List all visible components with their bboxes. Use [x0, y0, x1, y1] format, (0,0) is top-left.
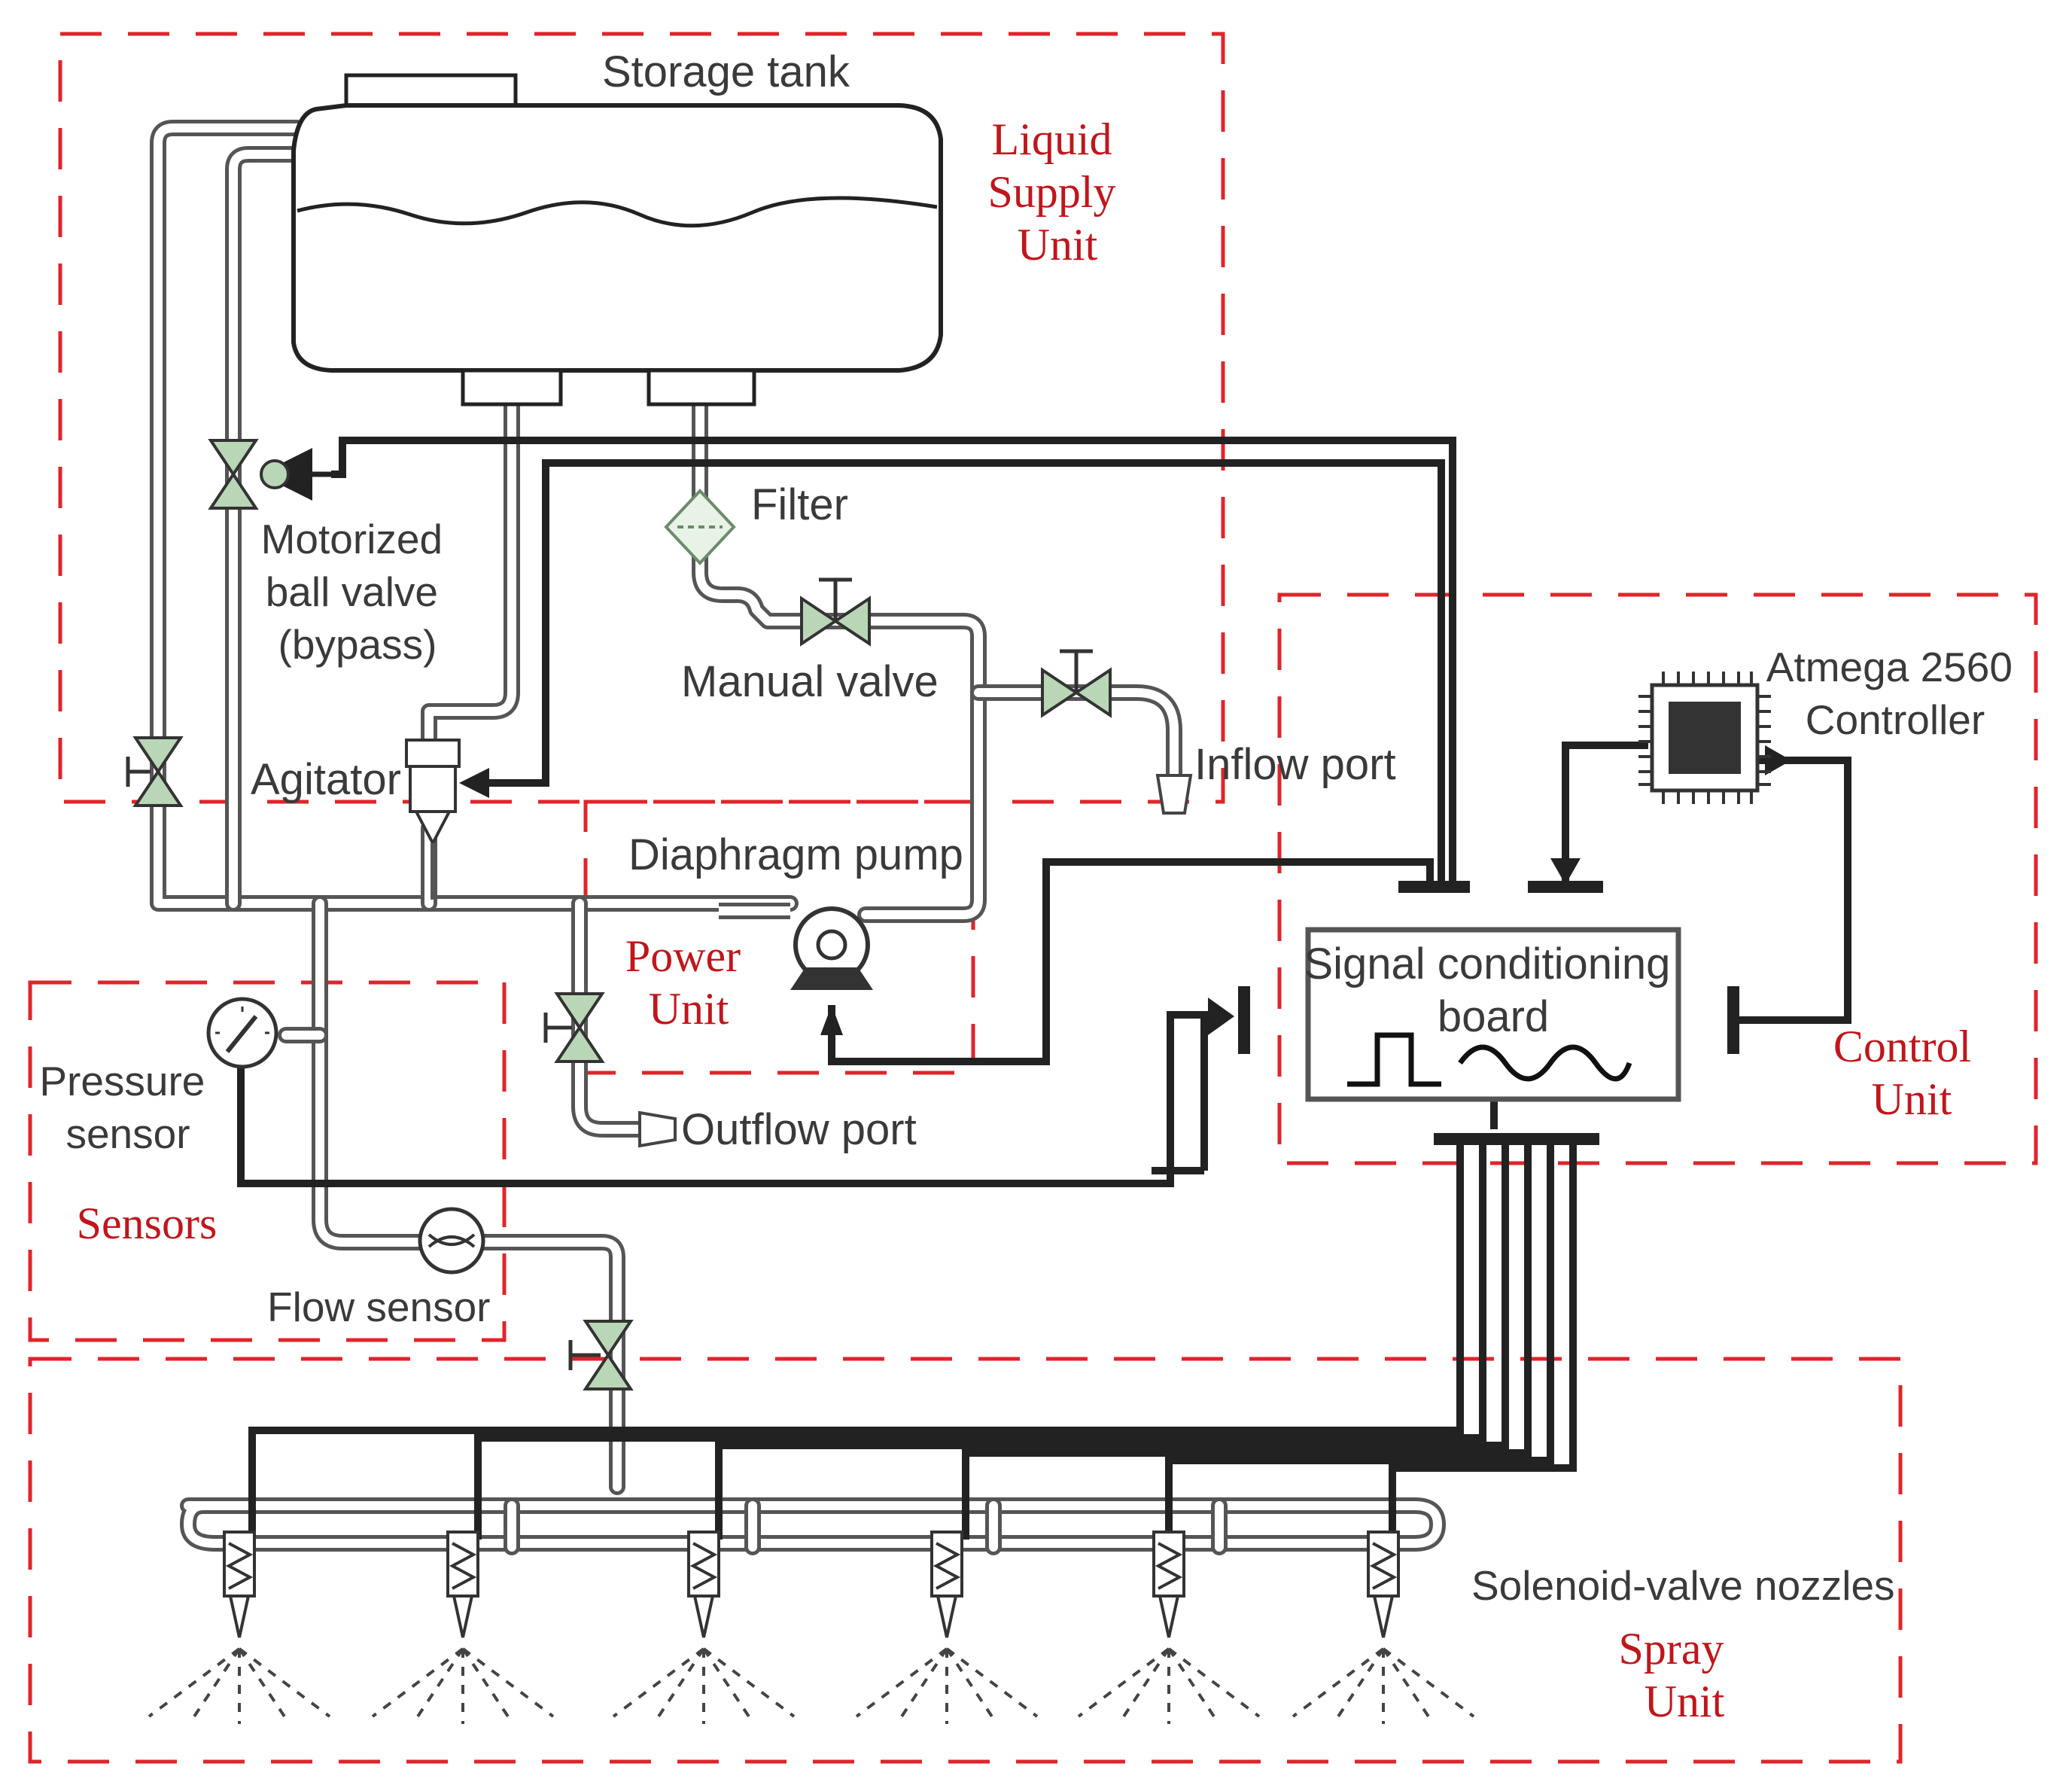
- label-motorized-ball-valve: Motorized ball valve (bypass): [261, 516, 455, 668]
- square-wave-icon: [1347, 1032, 1441, 1087]
- flow-sensor-icon: [418, 1207, 485, 1275]
- unit-spray-line1: Spray: [1619, 1624, 1724, 1674]
- label-controller-line1: Atmega 2560: [1766, 644, 2013, 690]
- nozzle-icon: [1292, 1531, 1475, 1724]
- manual-valve-icon: [800, 577, 871, 645]
- tank-cap: [344, 73, 518, 109]
- label-board-line1: Signal conditioning: [1304, 940, 1670, 988]
- label-controller-line2: Controller: [1806, 696, 1985, 743]
- label-nozzles: Solenoid-valve nozzles: [1471, 1562, 1895, 1609]
- nozzle-icon: [612, 1531, 796, 1724]
- signal-wires: [237, 437, 1851, 1540]
- unit-control-line2: Unit: [1872, 1074, 1952, 1124]
- label-filter: Filter: [751, 480, 848, 529]
- unit-spray-line2: Unit: [1645, 1677, 1725, 1726]
- bypass-valve-icon: [126, 736, 182, 807]
- pressure-gauge-icon: [206, 997, 278, 1069]
- unit-label-control: Control Unit: [1833, 1022, 1982, 1124]
- label-inflow-port: Inflow port: [1194, 740, 1396, 789]
- tank-liquid-surface: [297, 196, 938, 228]
- outflow-valve-icon: [543, 992, 604, 1063]
- label-manual-valve: Manual valve: [681, 657, 939, 706]
- nozzle-icon: [1077, 1531, 1261, 1724]
- label-mbv-line2: ball valve: [266, 568, 438, 615]
- unit-label-liquid-supply: Liquid Supply Unit: [987, 114, 1127, 270]
- sine-wave-icon: [1458, 1044, 1632, 1082]
- unit-power-line2: Unit: [649, 984, 729, 1034]
- tank-outlet-right: [647, 368, 756, 407]
- liquid-supply-unit-border: [58, 32, 1225, 804]
- connector-controller-in: [1528, 881, 1603, 893]
- nozzle-bus-bar: [1434, 1133, 1599, 1145]
- solenoid-valve-nozzles: [148, 1531, 1475, 1724]
- unit-label-sensors: Sensors: [77, 1199, 218, 1248]
- inflow-valve-icon: [1041, 649, 1112, 717]
- unit-label-spray: Spray Unit: [1619, 1624, 1736, 1726]
- label-ps-line2: sensor: [65, 1110, 190, 1157]
- label-mbv-line3: (bypass): [278, 621, 437, 668]
- control-unit-border: [1277, 592, 2038, 1165]
- component-labels: Storage tank Motorized ball valve (bypas…: [39, 47, 2024, 1609]
- label-outflow-port: Outflow port: [681, 1105, 917, 1154]
- label-flow-sensor: Flow sensor: [267, 1284, 490, 1330]
- tank-outlet-left: [461, 368, 563, 407]
- inflow-port-icon: [1155, 774, 1193, 815]
- arrow-to-board: [1550, 858, 1581, 885]
- unit-ls-line3: Unit: [1018, 220, 1098, 270]
- connector-pump: [1398, 881, 1470, 893]
- storage-tank: [291, 73, 943, 407]
- unit-control-line1: Control: [1833, 1022, 1971, 1071]
- nozzle-icon: [855, 1531, 1039, 1724]
- label-pressure-sensor: Pressure sensor: [39, 1058, 216, 1157]
- outflow-port-icon: [638, 1110, 677, 1148]
- spray-unit-border: [28, 1357, 1903, 1764]
- arrow-to-pump: [820, 1005, 843, 1035]
- label-agitator: Agitator: [251, 755, 401, 804]
- label-ps-line1: Pressure: [39, 1058, 205, 1104]
- diaphragm-pump-icon: [719, 903, 873, 990]
- diode-arrow: [1208, 998, 1234, 1035]
- connector-pressure: [1238, 986, 1250, 1054]
- label-mbv-line1: Motorized: [261, 516, 443, 562]
- label-diaphragm-pump: Diaphragm pump: [628, 830, 963, 879]
- nozzle-icon: [148, 1531, 331, 1724]
- spray-valve-icon: [568, 1320, 632, 1390]
- unit-ls-line1: Liquid: [992, 114, 1112, 164]
- unit-power-line1: Power: [625, 931, 741, 981]
- signal-conditioning-board: [1305, 927, 1681, 1102]
- arrow-to-agitator: [459, 768, 489, 798]
- nozzle-icon: [371, 1531, 555, 1724]
- arrow-to-controller: [1765, 745, 1791, 775]
- unit-ls-line2: Supply: [987, 167, 1115, 217]
- label-board-line2: board: [1438, 992, 1549, 1041]
- tank-body: [291, 103, 943, 373]
- motorized-ball-valve-icon: [209, 439, 290, 510]
- unit-label-power: Power Unit: [625, 931, 752, 1034]
- unit-labels: Liquid Supply Unit Power Unit Control Un…: [77, 114, 1982, 1726]
- connector-controller-out: [1727, 986, 1739, 1054]
- label-signal-board: Signal conditioning board: [1304, 940, 1682, 1041]
- agitator-icon: [405, 739, 461, 900]
- label-controller: Atmega 2560 Controller: [1766, 644, 2024, 743]
- sensors-unit-border: [28, 980, 507, 1342]
- filter-icon: [664, 489, 736, 565]
- label-storage-tank: Storage tank: [602, 47, 850, 96]
- microcontroller-chip-icon: [1638, 672, 1771, 804]
